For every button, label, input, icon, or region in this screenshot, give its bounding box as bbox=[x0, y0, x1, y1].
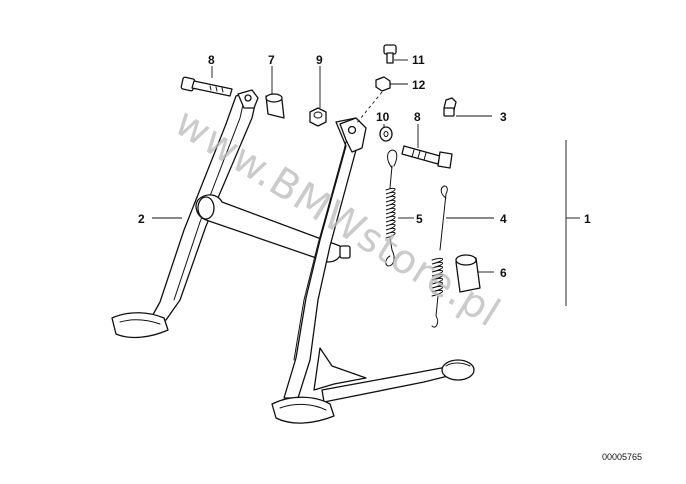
spring-inner bbox=[385, 149, 398, 267]
catalog-number: 00005765 bbox=[602, 452, 642, 462]
bolt-left bbox=[180, 76, 233, 97]
callout-5: 5 bbox=[416, 212, 423, 226]
callout-7: 7 bbox=[268, 53, 275, 67]
callout-11: 11 bbox=[412, 53, 425, 67]
callout-8-left: 8 bbox=[208, 53, 215, 67]
bolt-right bbox=[401, 145, 453, 169]
nut-small bbox=[375, 76, 391, 92]
spring-outer bbox=[431, 185, 448, 328]
callout-1: 1 bbox=[584, 212, 591, 226]
callout-10: 10 bbox=[376, 110, 390, 124]
center-stand-frame bbox=[111, 89, 475, 424]
callout-8-right: 8 bbox=[414, 110, 421, 124]
callout-numbers: 8 7 9 11 12 3 10 8 5 4 6 2 1 bbox=[138, 53, 591, 280]
callout-6: 6 bbox=[500, 266, 507, 280]
callout-3: 3 bbox=[500, 110, 507, 124]
leader-lines bbox=[152, 59, 580, 306]
callout-9: 9 bbox=[316, 53, 323, 67]
screw-small bbox=[383, 44, 397, 64]
callout-2: 2 bbox=[138, 212, 145, 226]
bushing bbox=[265, 93, 285, 119]
sleeve bbox=[455, 254, 481, 293]
grease-nipple bbox=[443, 97, 457, 117]
callout-4: 4 bbox=[500, 212, 507, 226]
nut-left bbox=[309, 107, 327, 127]
callout-12: 12 bbox=[412, 78, 426, 92]
washer bbox=[379, 126, 393, 142]
